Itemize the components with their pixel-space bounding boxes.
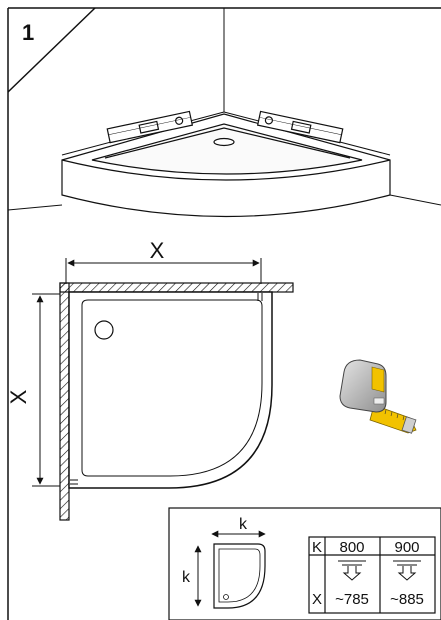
tape-measure-icon <box>339 359 417 434</box>
tray-outline <box>68 291 273 489</box>
dimension-x-horizontal-label: X <box>150 238 165 263</box>
wall-left-hatched <box>59 282 70 521</box>
table-result-785: ~785 <box>335 591 369 608</box>
step-number: 1 <box>22 20 34 45</box>
dimension-k-horizontal-label: k <box>239 516 248 533</box>
step-badge: 1 <box>7 7 96 93</box>
dimension-x-vertical-label: X <box>6 389 31 404</box>
table-header-key: K <box>312 539 322 556</box>
corner-shower-tray-icon <box>61 113 391 218</box>
table-row-key: X <box>312 591 322 608</box>
dimension-k-vertical-label: k <box>182 569 191 586</box>
drain-icon <box>94 320 114 340</box>
conversion-table <box>308 536 436 614</box>
small-tray-icon <box>213 543 266 609</box>
table-result-885: ~885 <box>390 591 424 608</box>
tray-inner-basin <box>81 299 263 477</box>
plan-view: X X <box>6 238 294 521</box>
wall-top-hatched <box>59 282 294 293</box>
spirit-level-icon <box>106 110 344 144</box>
table-size-800: 800 <box>339 539 364 556</box>
table-size-900: 900 <box>394 539 419 556</box>
size-inset: k k K 800 900 X ~785 ~885 <box>168 507 441 620</box>
